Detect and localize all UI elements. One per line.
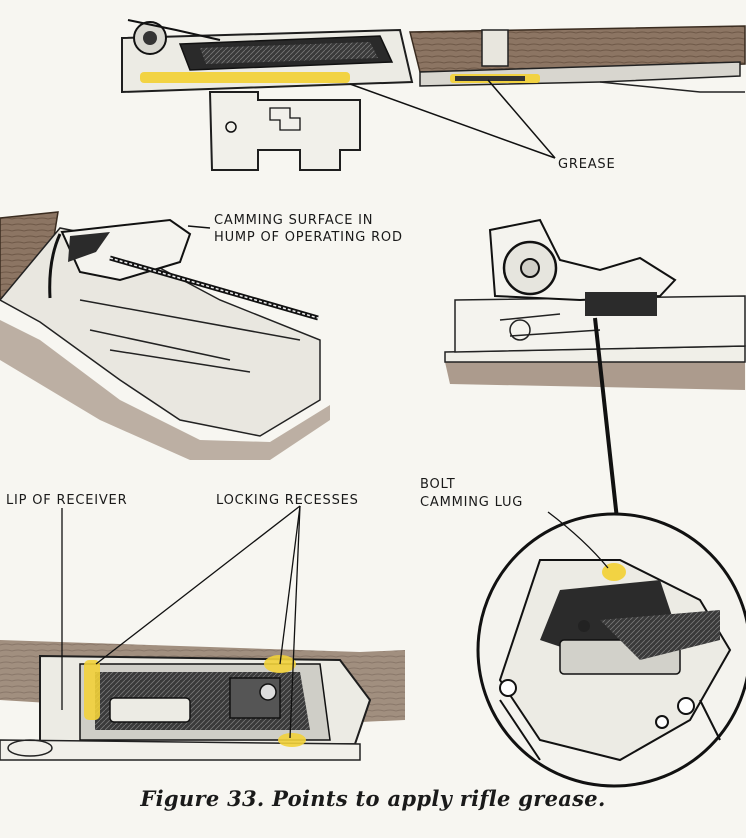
lip-of-receiver-label: LIP OF RECEIVER	[6, 493, 127, 508]
figure-caption: Figure 33. Points to apply rifle grease.	[140, 786, 606, 811]
bolt-label-1: BOLT	[420, 477, 456, 492]
panel-operating-rod: CAMMING SURFACE IN HUMP OF OPERATING ROD	[0, 211, 403, 460]
lower-receiver-block	[208, 91, 361, 171]
grease-spot-lip-of-receiver	[84, 660, 100, 720]
bolt-label-2: CAMMING LUG	[420, 495, 523, 510]
camming-surface-label-2: HUMP OF OPERATING ROD	[214, 230, 403, 245]
grease-spot-camming-surface	[68, 232, 110, 262]
panel-locking-recesses: LIP OF RECEIVER LOCKING RECESSES	[0, 493, 405, 761]
bolt-leader-line	[593, 317, 620, 529]
bolt-camming-lug-block	[585, 292, 657, 316]
camming-surface-label-1: CAMMING SURFACE IN	[214, 213, 373, 228]
wood-stock-right	[445, 356, 745, 390]
shadow-left-view	[0, 320, 330, 460]
panel-bolt-roller	[444, 218, 746, 529]
locking-recesses-label: LOCKING RECESSES	[216, 493, 359, 508]
grease-label: GREASE	[558, 157, 615, 172]
grease-spot-receiver-rail	[140, 72, 350, 83]
panel-top-receiver: GREASE	[121, 19, 746, 172]
panel-bolt-camming-lug-detail: BOLT CAMMING LUG	[420, 477, 746, 788]
barrel-band	[481, 29, 509, 67]
grease-spot-locking-recess-2	[278, 733, 306, 747]
